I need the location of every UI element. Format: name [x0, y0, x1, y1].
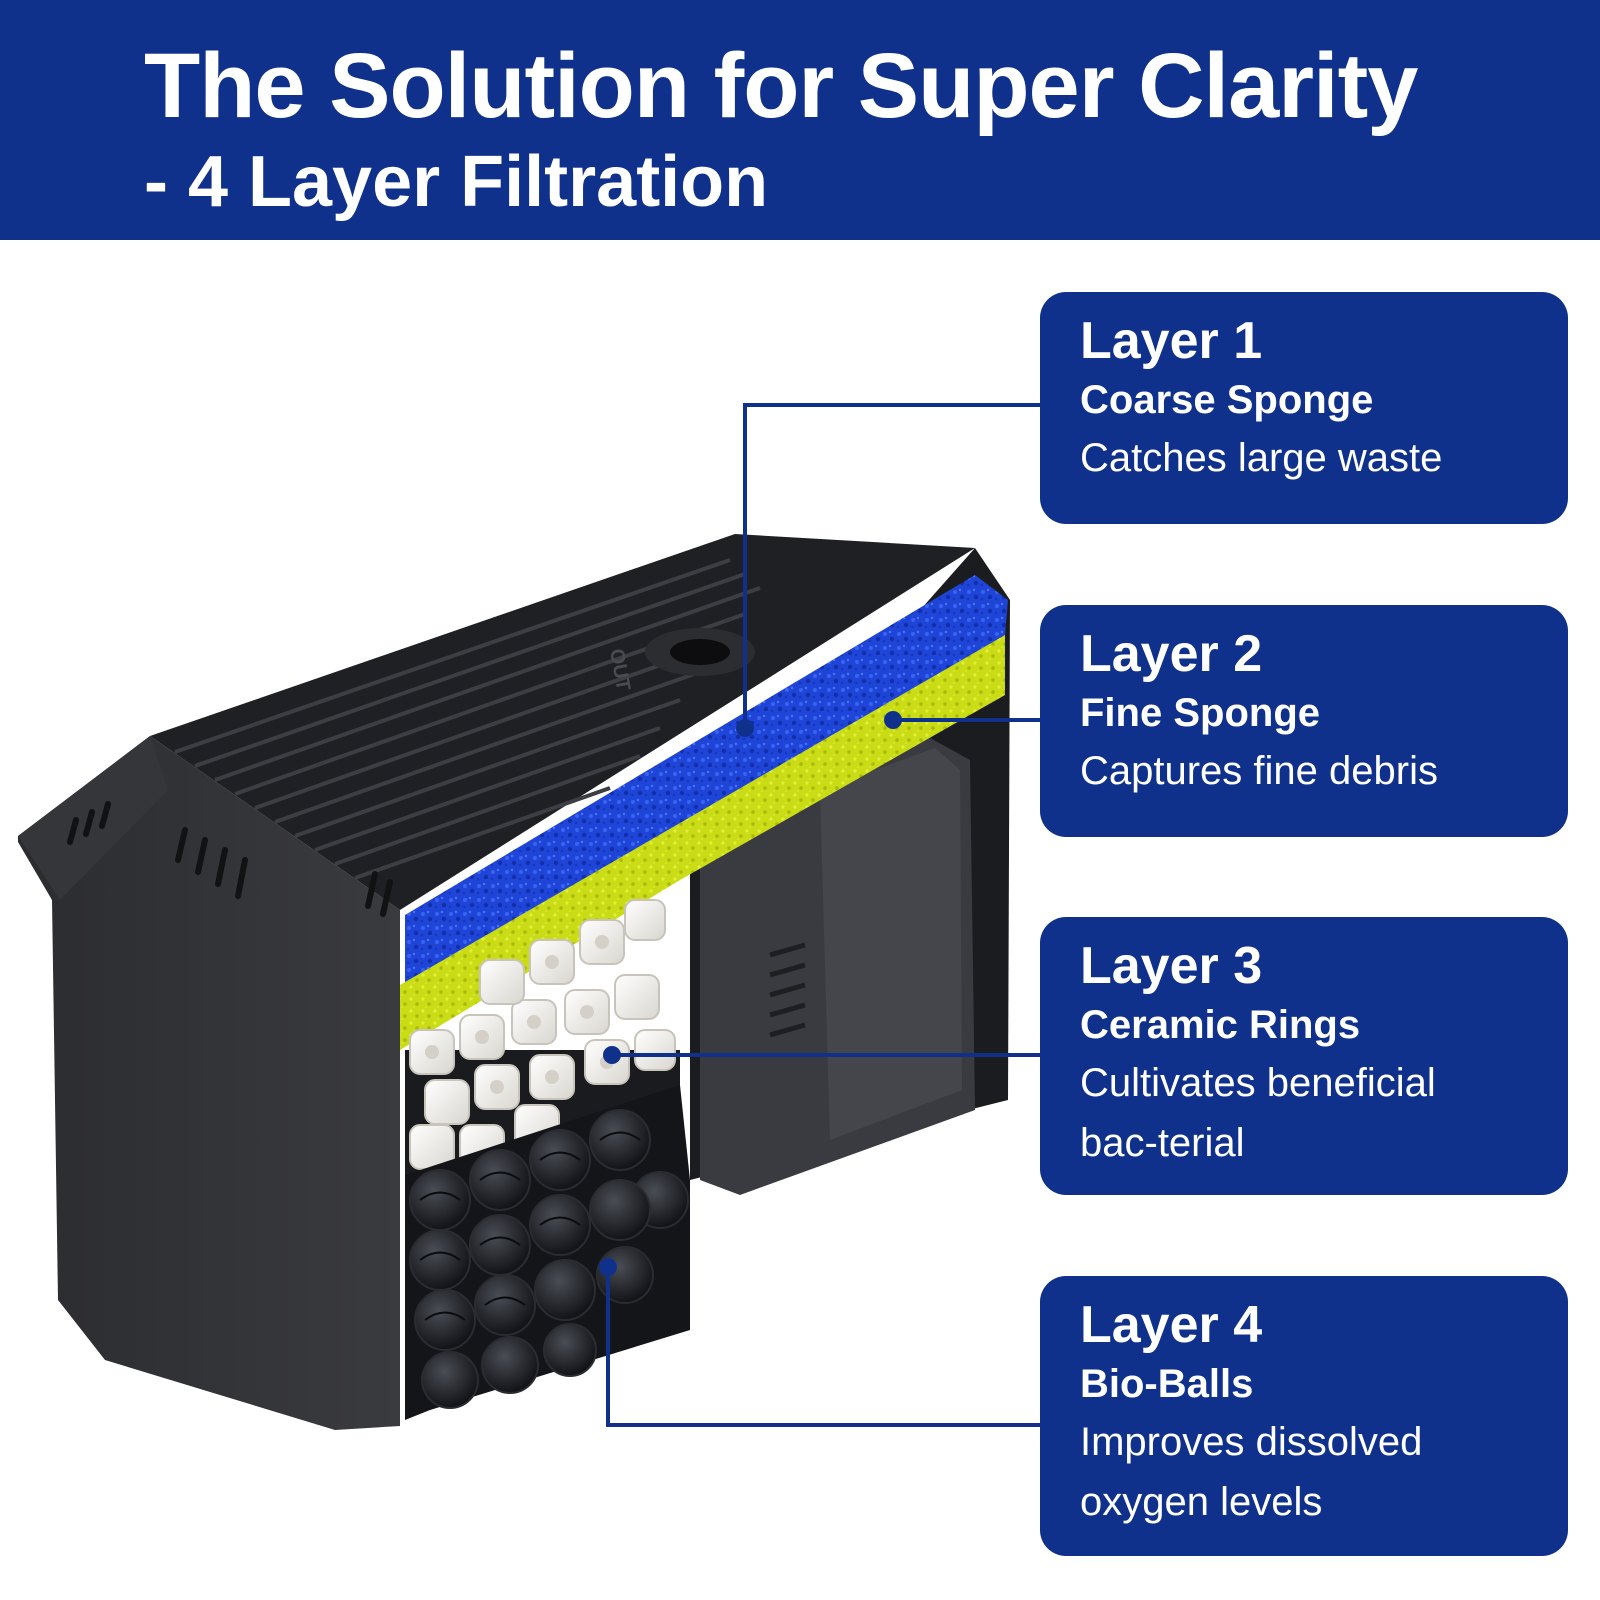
layer-description: Catches large waste: [1080, 436, 1443, 480]
layer-name: Ceramic Rings: [1080, 1003, 1361, 1047]
layer-name: Fine Sponge: [1080, 691, 1320, 735]
layer-description-line-2: bac-terial: [1080, 1121, 1245, 1165]
filter-housing: [18, 534, 1010, 1430]
layer-description-line-1: Cultivates beneficial: [1080, 1061, 1436, 1105]
leader-line-layer-4: [606, 1267, 1040, 1427]
layer-description-line-2: oxygen levels: [1080, 1480, 1323, 1524]
bio-balls-layer: [405, 1085, 690, 1420]
layer-name: Coarse Sponge: [1080, 378, 1374, 422]
page-title: The Solution for Super Clarity: [144, 35, 1418, 137]
marker-dot-layer-4: [599, 1258, 617, 1276]
page-subtitle: - 4 Layer Filtration: [144, 142, 769, 222]
layer-card-3: Layer 3 Ceramic Rings Cultivates benefic…: [1040, 917, 1568, 1195]
layer-description-line-1: Improves dissolved: [1080, 1420, 1423, 1464]
layer-title: Layer 2: [1080, 625, 1263, 683]
marker-dot-layer-1: [736, 719, 754, 737]
marker-dot-layer-3: [603, 1046, 621, 1064]
layer-title: Layer 3: [1080, 937, 1263, 995]
layer-description: Captures fine debris: [1080, 749, 1438, 793]
layer-card-2: Layer 2 Fine Sponge Captures fine debris: [1040, 605, 1568, 837]
leader-line-layer-1: [743, 403, 1040, 728]
layer-title: Layer 1: [1080, 312, 1263, 370]
coarse-sponge-layer: [405, 575, 1008, 985]
layer-card-4: Layer 4 Bio-Balls Improves dissolved oxy…: [1040, 1276, 1568, 1556]
leader-lines: [606, 403, 1040, 1427]
marker-dot-layer-2: [884, 711, 902, 729]
header-banner: The Solution for Super Clarity - 4 Layer…: [0, 0, 1600, 240]
layer-card-1: Layer 1 Coarse Sponge Catches large wast…: [1040, 292, 1568, 524]
layer-title: Layer 4: [1080, 1296, 1263, 1354]
layer-name: Bio-Balls: [1080, 1362, 1254, 1406]
